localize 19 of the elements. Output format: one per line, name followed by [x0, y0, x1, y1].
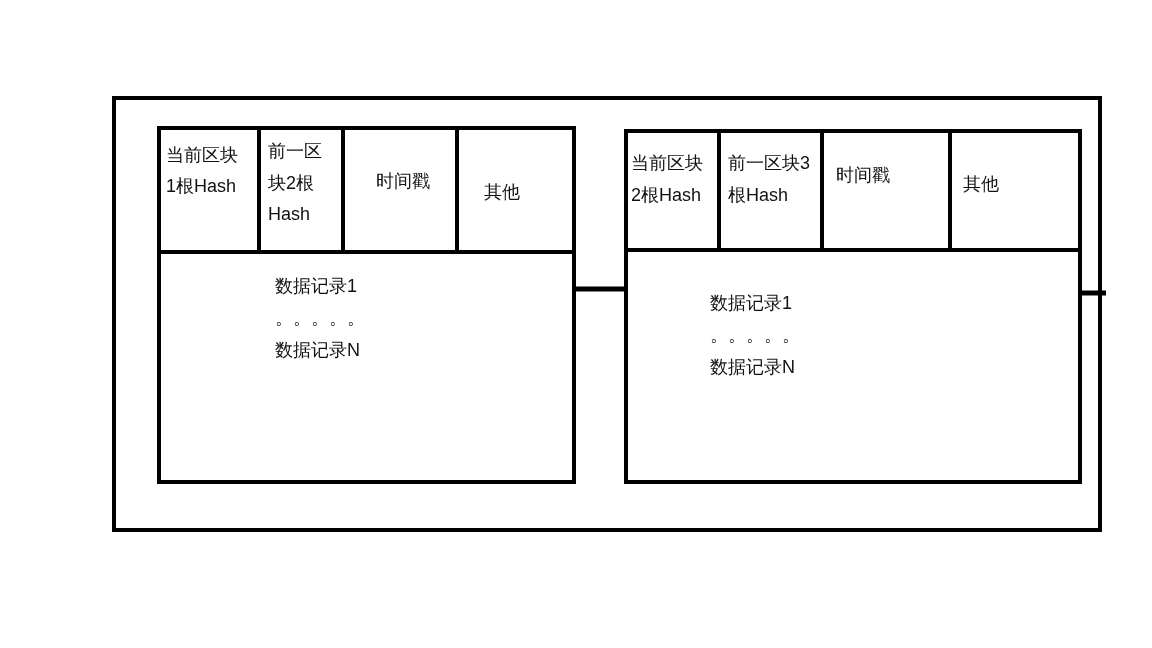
connector-line — [576, 286, 624, 292]
outer-frame — [112, 96, 1102, 532]
connector-line — [1082, 290, 1106, 296]
ellipsis-text: 。。。。。 — [275, 307, 365, 329]
block-frame — [157, 126, 576, 484]
field-label: 当前区块1根Hash — [166, 143, 239, 198]
field-label: 当前区块2根Hash — [631, 152, 704, 207]
field-label: 时间戳 — [376, 170, 430, 192]
field-label: 时间戳 — [836, 164, 890, 186]
field-label: 其他 — [963, 173, 999, 195]
ellipsis-text: 。。。。。 — [710, 324, 800, 346]
block-frame — [624, 129, 1082, 484]
field-label: 前一区块2根Hash — [268, 140, 323, 227]
record-text: 数据记录N — [710, 356, 795, 378]
record-text: 数据记录1 — [275, 275, 357, 297]
record-text: 数据记录N — [275, 339, 360, 361]
record-text: 数据记录1 — [710, 292, 792, 314]
field-label: 其他 — [484, 181, 520, 203]
field-label: 前一区块3根Hash — [728, 152, 811, 207]
